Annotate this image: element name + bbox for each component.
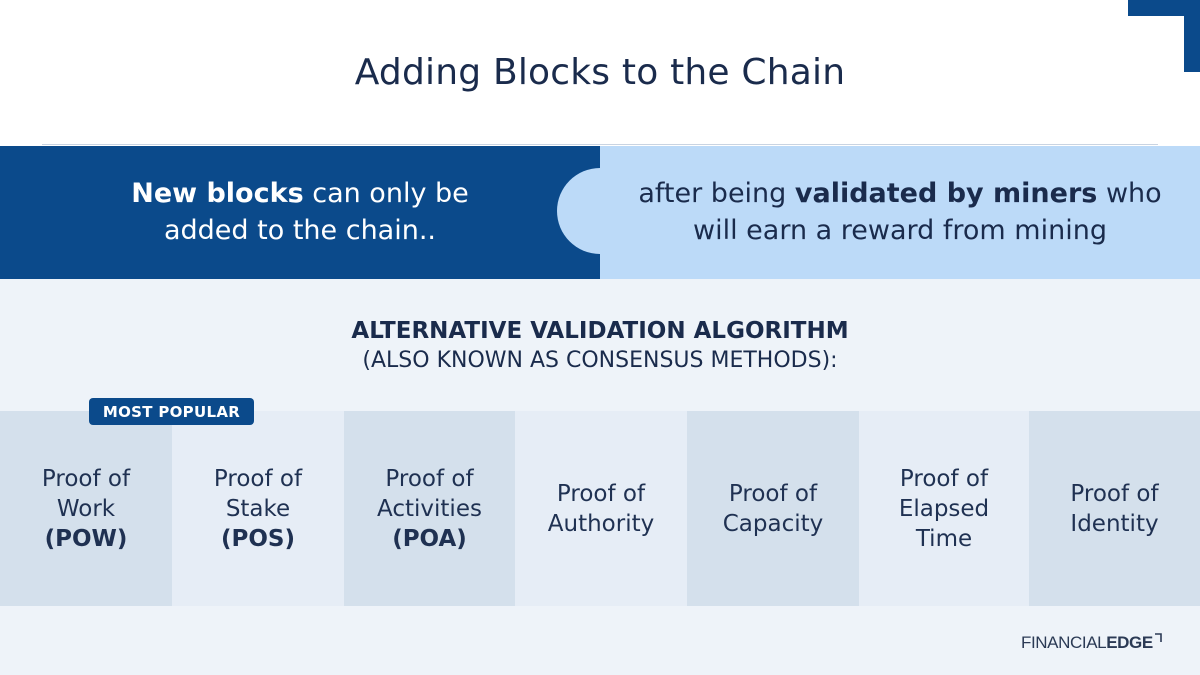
algorithm-card-line: Proof of	[899, 465, 989, 492]
algorithm-card-line: Proof of	[556, 480, 646, 507]
algorithm-card-line: Proof of	[385, 465, 474, 492]
algorithm-card-line: Identity	[1070, 510, 1159, 537]
algorithm-card-line: Work	[56, 495, 116, 522]
algorithm-card-abbr: (POA)	[392, 525, 467, 552]
banner-left-rest: can only be	[303, 178, 469, 209]
algorithm-card-line: Capacity	[722, 510, 824, 537]
algorithm-card-abbr: (POS)	[221, 525, 295, 552]
banner-left	[0, 146, 600, 279]
most-popular-badge: MOST POPULAR	[89, 398, 254, 425]
algorithm-card: Proof of Authority	[515, 411, 687, 606]
algorithm-card-line: Proof of	[728, 480, 818, 507]
banner-connector	[557, 168, 643, 254]
page-title: Adding Blocks to the Chain	[354, 52, 846, 93]
algorithm-card-abbr: (POW)	[44, 525, 128, 552]
algorithm-card-line: Proof of	[1070, 480, 1159, 507]
algorithm-card-line: Proof of	[213, 465, 303, 492]
banner-left-text: New blocks can only be added to the chai…	[60, 175, 540, 249]
algorithm-card-line: Authority	[547, 510, 655, 537]
banner-right-line2: will earn a reward from mining	[693, 215, 1107, 246]
corner-decoration	[1128, 0, 1200, 72]
logo-part2: EDGE	[1106, 633, 1153, 652]
logo-corner-icon	[1154, 633, 1162, 642]
algorithm-card-line: Elapsed	[898, 495, 990, 522]
algorithm-card: Proof of Identity	[1029, 411, 1200, 606]
logo-part1: FINANCIAL	[1021, 633, 1107, 652]
alternatives-heading: ALTERNATIVE VALIDATION ALGORITHM	[351, 318, 849, 344]
algorithm-card-line: Time	[915, 525, 973, 552]
algorithm-card-line: Stake	[225, 495, 291, 522]
banner-left-strong: New blocks	[131, 178, 304, 209]
banner-right-text: after being validated by miners who will…	[630, 175, 1170, 249]
banner-left-line2: added to the chain..	[163, 215, 437, 246]
banner-right-pre: after being	[638, 178, 795, 209]
banner-right-strong: validated by miners	[794, 178, 1098, 209]
algorithm-card: Proof of Activities (POA)	[344, 411, 515, 606]
algorithm-card: Proof of Work (POW)	[0, 411, 172, 606]
divider	[42, 144, 1158, 145]
algorithm-card-line: Proof of	[41, 465, 131, 492]
algorithm-card-line: Activities	[377, 495, 482, 522]
algorithm-card: Proof of Capacity	[687, 411, 859, 606]
alternatives-subheading: (ALSO KNOWN AS CONSENSUS METHODS):	[362, 348, 838, 373]
banner-right-post: who	[1097, 178, 1162, 209]
banner-right	[600, 146, 1200, 279]
algorithm-card: Proof of Stake (POS)	[172, 411, 344, 606]
financial-edge-logo: FINANCIALEDGE	[1021, 633, 1162, 653]
